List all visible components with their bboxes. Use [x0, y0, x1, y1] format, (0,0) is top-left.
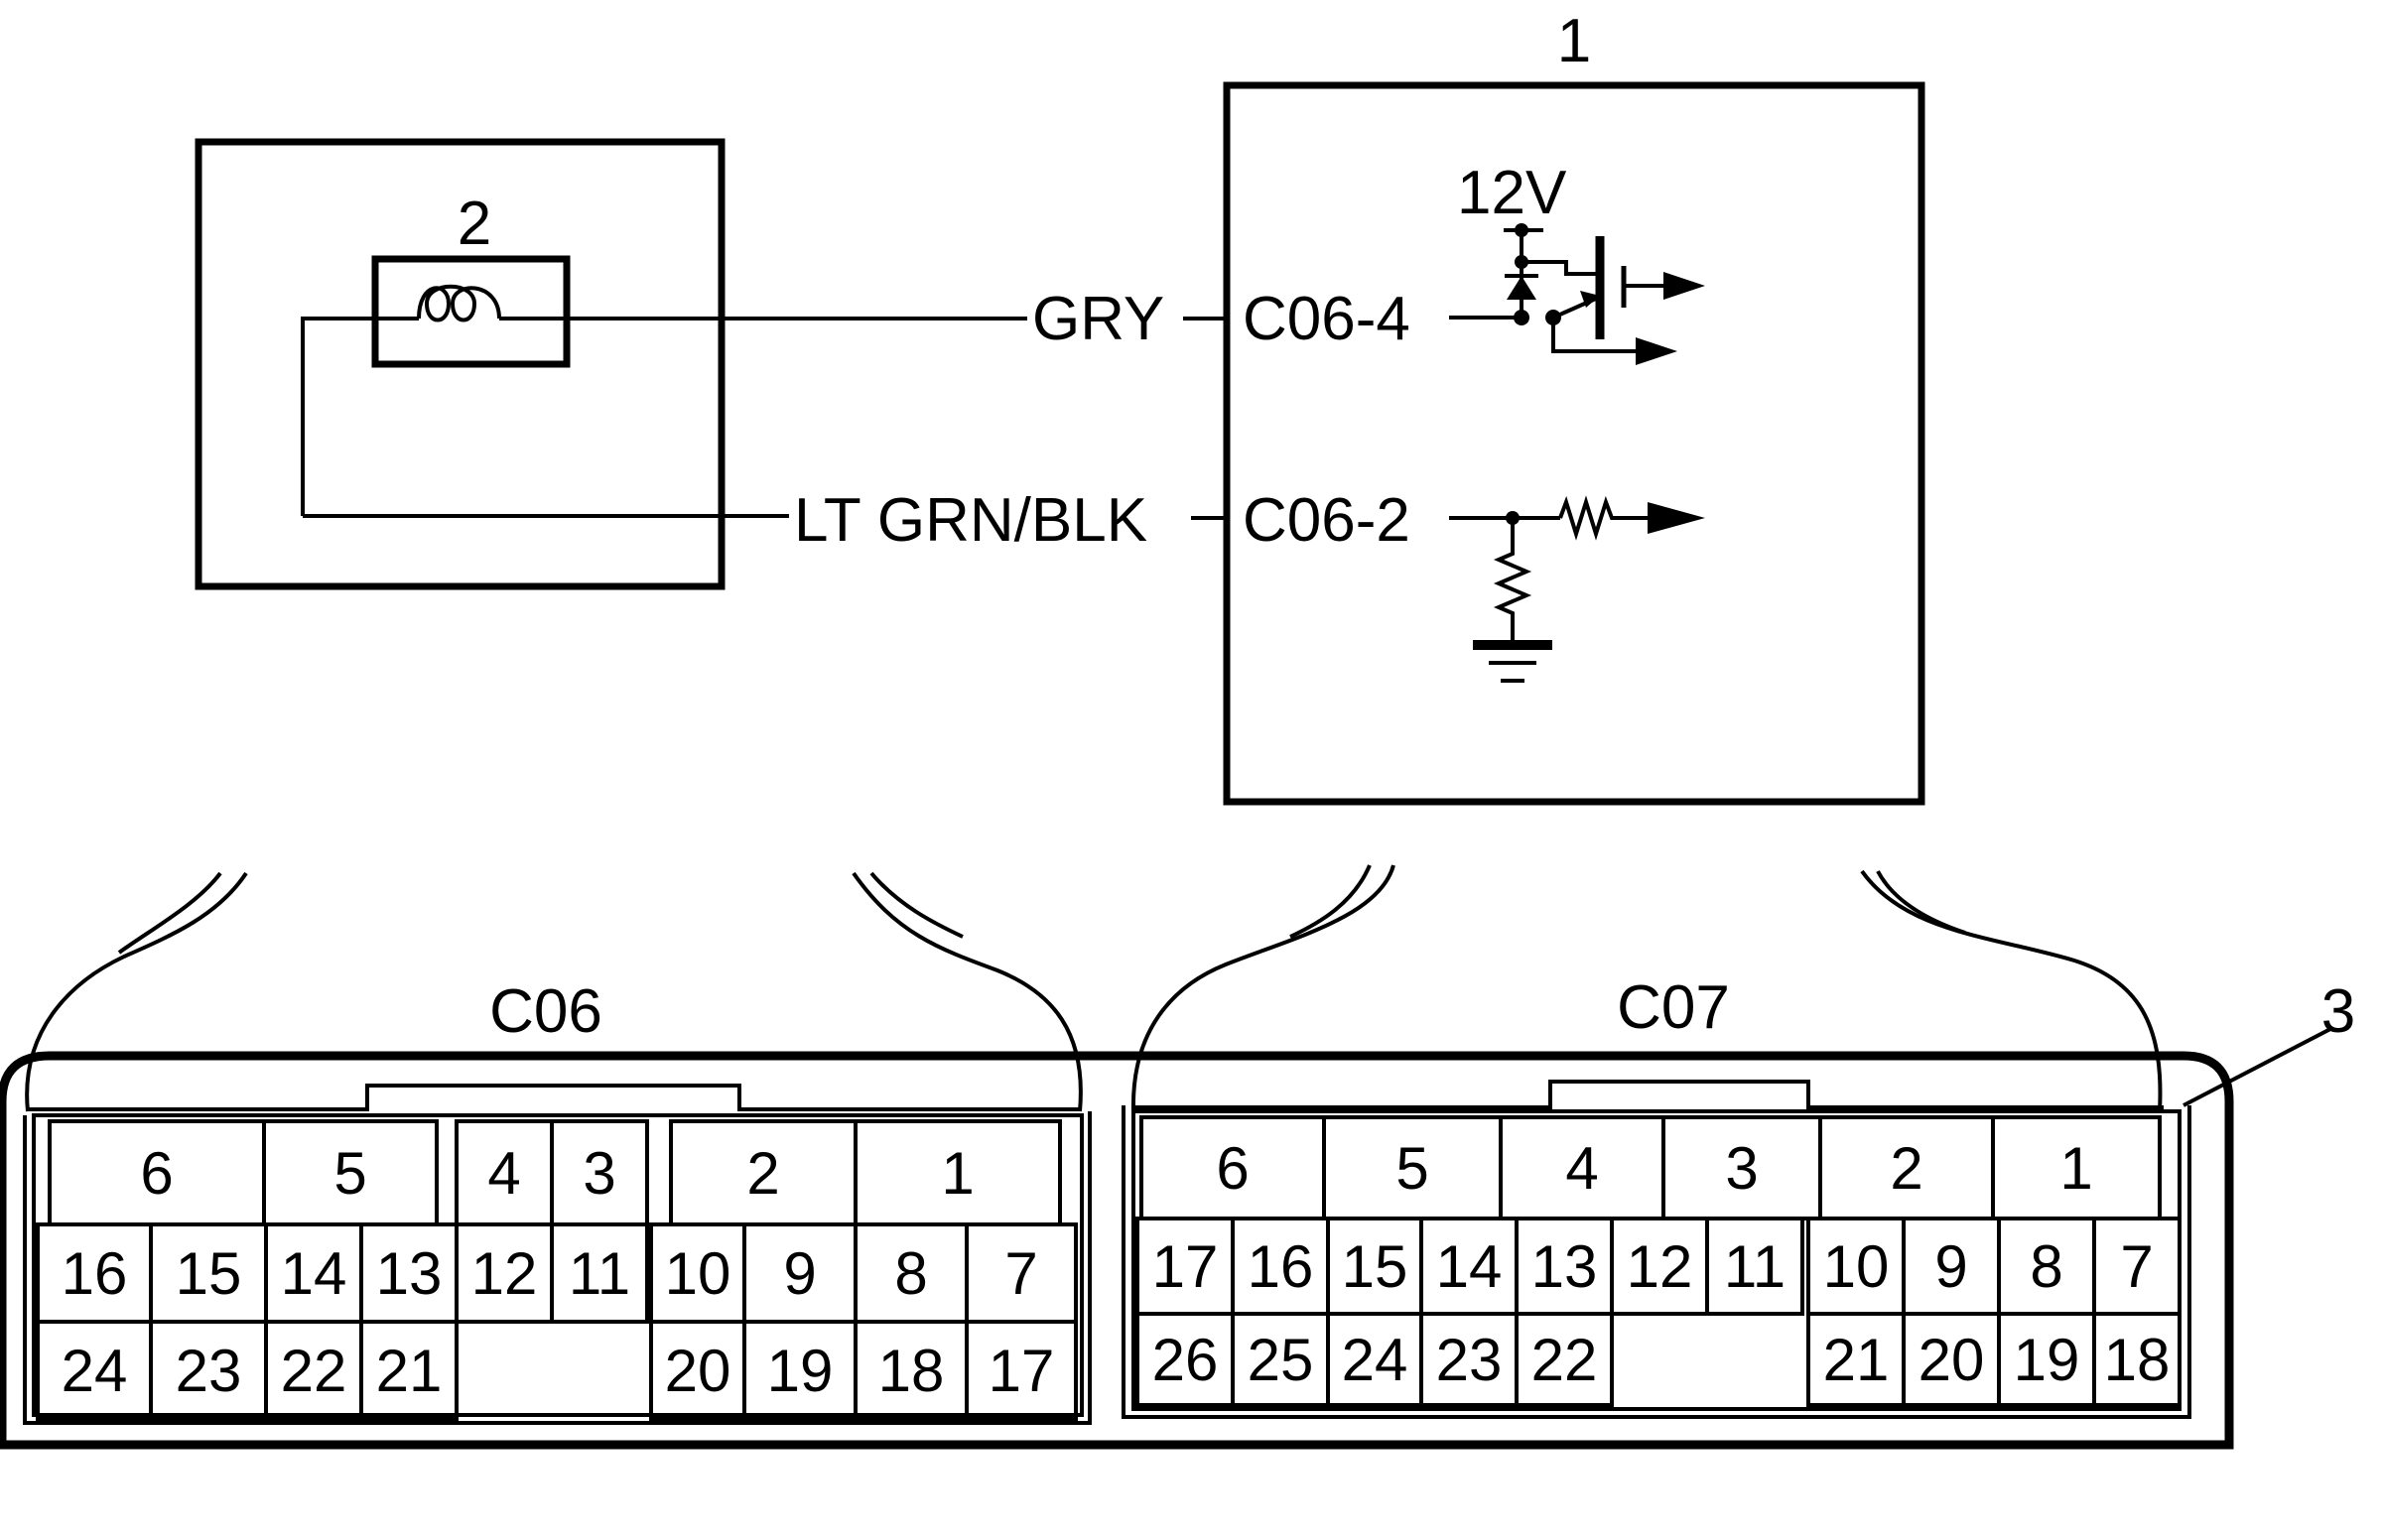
c06-pin-8: 8 — [894, 1240, 927, 1307]
c07-pin-23: 23 — [1436, 1327, 1503, 1393]
c07-cavity-1: 1 — [2059, 1135, 2092, 1202]
c07-cavity-5: 5 — [1395, 1135, 1428, 1202]
sensor-box: 2 — [195, 138, 1027, 590]
c07-pin-12: 12 — [1627, 1233, 1693, 1300]
module-box: 1 C06-4 C06-2 12V — [1223, 7, 1925, 806]
wire-color-lower: LT GRN/BLK — [794, 486, 1147, 555]
connector-block-callout: 3 — [2321, 977, 2355, 1046]
arrow-icon — [1603, 272, 1705, 365]
c07-cavity-3: 3 — [1725, 1135, 1758, 1202]
c06-pin-21: 21 — [376, 1338, 443, 1404]
c06-connector-label: C06 — [489, 977, 602, 1046]
c07-pin-15: 15 — [1342, 1233, 1408, 1300]
c06-pin-11-frame — [550, 1222, 649, 1324]
c07-pin-7: 7 — [2120, 1233, 2153, 1300]
c06-pin-12: 12 — [471, 1240, 538, 1307]
c07-pin-22-frame — [1515, 1312, 1614, 1407]
c06-pin-15: 15 — [176, 1240, 242, 1307]
c06-pin-17: 17 — [989, 1338, 1055, 1404]
c07-cavity-2: 2 — [1890, 1135, 1922, 1202]
c06-pin-11: 11 — [569, 1240, 630, 1307]
c06-pin-17-frame — [965, 1320, 1078, 1421]
c07-pin-17: 17 — [1152, 1233, 1219, 1300]
c06-pin-24: 24 — [62, 1338, 128, 1404]
c06-cavity-3: 3 — [583, 1140, 615, 1207]
wire-color-upper: GRY — [1032, 285, 1164, 353]
c07-pin-13: 13 — [1531, 1233, 1598, 1300]
c06-pin-13: 13 — [376, 1240, 443, 1307]
c06-brace — [25, 871, 1083, 1112]
c06-pin-10: 10 — [665, 1240, 731, 1307]
c07-pin-10: 10 — [1823, 1233, 1890, 1300]
pin-label-c06-4: C06-4 — [1243, 285, 1410, 353]
c07-brace — [1130, 864, 2163, 1112]
c07-connector-label: C07 — [1617, 973, 1730, 1042]
c06-cavity-5: 5 — [333, 1140, 366, 1207]
c07-pin-21: 21 — [1823, 1327, 1890, 1393]
c07-pin-22: 22 — [1531, 1327, 1598, 1393]
c07-pin-11-frame — [1705, 1217, 1804, 1316]
c07-pin-8: 8 — [2030, 1233, 2062, 1300]
c06-pin-19: 19 — [767, 1338, 834, 1404]
ground-icon — [1473, 640, 1552, 683]
c06-pin-22: 22 — [281, 1338, 347, 1404]
c06-cavity-1: 1 — [941, 1140, 974, 1207]
c06-pin-21-frame — [359, 1320, 459, 1421]
sensor-callout: 2 — [458, 190, 491, 258]
supply-voltage-label: 12V — [1457, 159, 1567, 227]
resistor-icon — [1493, 495, 1648, 641]
c07-pin-14: 14 — [1436, 1233, 1503, 1300]
c07-pin-18-frame — [2092, 1312, 2182, 1407]
c06-pin-18: 18 — [878, 1338, 945, 1404]
c06-pin-14: 14 — [281, 1240, 347, 1307]
c07-cavity-4: 4 — [1565, 1135, 1598, 1202]
c06-pin-16: 16 — [62, 1240, 128, 1307]
module-callout: 1 — [1557, 7, 1591, 75]
c06-cavity-4: 4 — [487, 1140, 520, 1207]
c07-pin-25: 25 — [1248, 1327, 1314, 1393]
c06-pin-20: 20 — [665, 1338, 731, 1404]
c07-pin-18: 18 — [2104, 1327, 2171, 1393]
c07-pin-20: 20 — [1919, 1327, 1985, 1393]
c07-pin-24: 24 — [1342, 1327, 1408, 1393]
diode-icon — [1505, 274, 1538, 300]
c07-cavity-6: 6 — [1216, 1135, 1249, 1202]
coil-icon — [371, 255, 571, 368]
c07-pin-11: 11 — [1724, 1233, 1786, 1300]
c06-pin-9: 9 — [783, 1240, 816, 1307]
c07-pin-16: 16 — [1248, 1233, 1314, 1300]
c07-pin-19: 19 — [2014, 1327, 2080, 1393]
mosfet-icon — [1504, 223, 1655, 353]
arrow-icon — [1648, 502, 1705, 534]
pin-label-c06-2: C06-2 — [1243, 486, 1410, 555]
c06-cavity-6: 6 — [140, 1140, 173, 1207]
c07-pin-26: 26 — [1152, 1327, 1219, 1393]
c06-pin-23: 23 — [176, 1338, 242, 1404]
c07-pin-9: 9 — [1934, 1233, 1967, 1300]
c06-cavity-2: 2 — [746, 1140, 779, 1207]
c06-pin-7: 7 — [1004, 1240, 1037, 1307]
